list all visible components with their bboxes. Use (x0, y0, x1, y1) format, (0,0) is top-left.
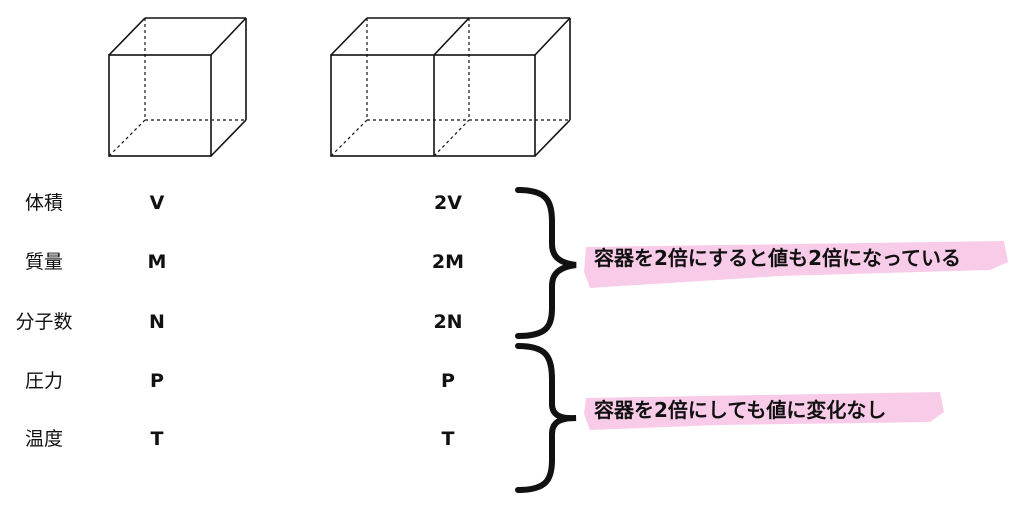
row-label-volume: 体積 (24, 192, 63, 214)
double-value-molecule-count: 2N (433, 311, 463, 333)
double-value-volume: 2V (434, 192, 462, 214)
highlight-mark-doubled (584, 241, 1008, 288)
brace-unchanged (515, 343, 577, 493)
row-label-mass: 質量 (24, 251, 63, 273)
single-value-mass: M (147, 251, 167, 273)
single-value-temperature: T (150, 428, 164, 450)
double-value-mass: 2M (431, 251, 465, 273)
highlight-mark-unchanged (584, 392, 944, 430)
double-cube (330, 17, 571, 157)
single-value-pressure: P (150, 370, 164, 392)
single-value-molecule-count: N (149, 311, 165, 333)
row-label-pressure: 圧力 (24, 370, 63, 392)
single-cube (108, 17, 247, 157)
double-value-temperature: T (441, 428, 455, 450)
row-label-temperature: 温度 (24, 428, 63, 450)
note-unchanged: 容器を2倍にしても値に変化なし (594, 398, 887, 422)
single-value-volume: V (149, 192, 165, 214)
row-label-molecule-count: 分子数 (15, 311, 73, 333)
brace-doubled (515, 187, 577, 339)
double-value-pressure: P (441, 370, 455, 392)
note-doubled: 容器を2倍にすると値も2倍になっている (594, 246, 962, 270)
